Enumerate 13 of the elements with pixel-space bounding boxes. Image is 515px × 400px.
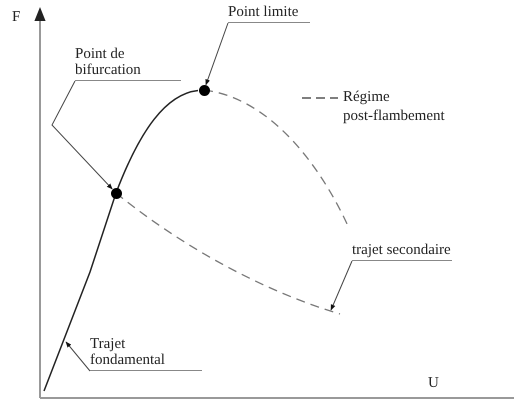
axis-label: U bbox=[428, 374, 439, 393]
axis-label: F bbox=[12, 8, 20, 27]
point-marker bbox=[110, 188, 122, 198]
point-marker bbox=[198, 84, 210, 96]
leader-line bbox=[51, 80, 113, 190]
legend-text: Régime post-flambement bbox=[343, 88, 446, 126]
callout-label: Point limite bbox=[228, 4, 310, 23]
callout-label: trajet secondaire bbox=[352, 242, 452, 261]
callout-label: Trajet fondamental bbox=[90, 336, 202, 371]
leader-line bbox=[66, 342, 90, 372]
leader-line bbox=[330, 260, 352, 311]
leader-line bbox=[205, 22, 228, 86]
callout-label: Point de bifurcation bbox=[75, 46, 181, 81]
